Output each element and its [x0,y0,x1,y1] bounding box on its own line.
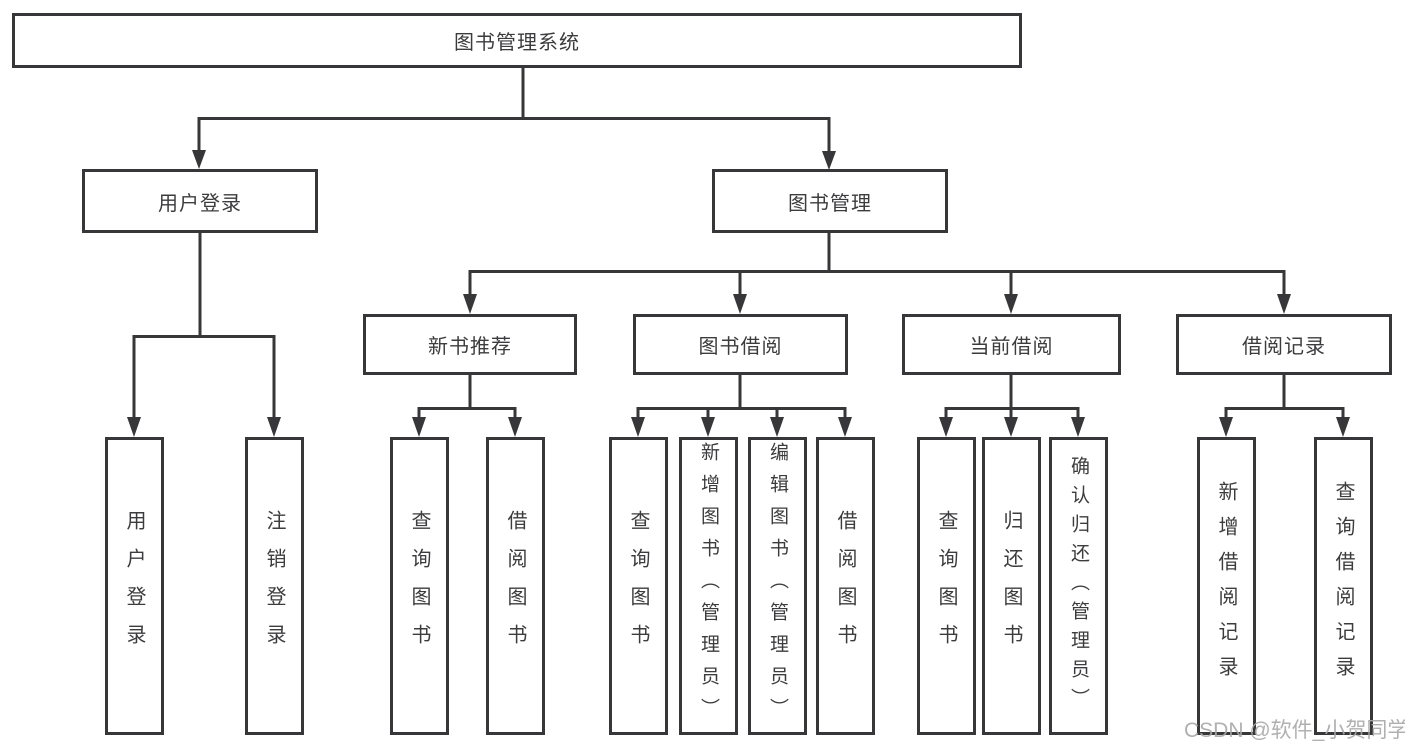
leaf-bb-query-books: 查询图书 [609,437,668,735]
connector-user-login-rail [132,335,276,419]
section-borrow-records: 借阅记录 [1176,314,1392,375]
leaf-br-query-record: 查询借阅记录 [1314,437,1373,735]
connector-cb-rail [944,407,1080,419]
connector-nbr-rail [417,407,517,419]
leaf-cb-return-books: 归还图书 [982,437,1041,735]
watermark: CSDN @软件_小贺同学 [1184,719,1405,742]
connector-bb-rail [636,407,847,419]
leaf-user-login: 用户登录 [105,437,164,735]
leaf-bb-add-books-admin: 新增图书（管理员） [679,437,738,735]
connector-br-rail [1224,407,1345,419]
leaf-nbr-borrow-books: 借阅图书 [486,437,545,735]
connector-level3-rail [468,270,1286,296]
root-node: 图书管理系统 [12,13,1022,68]
branch-user-login: 用户登录 [82,169,318,233]
leaf-bb-edit-books-admin: 编辑图书（管理员） [748,437,807,735]
leaf-cb-confirm-return-admin: 确认归还（管理员） [1049,437,1108,735]
leaf-cb-query-books: 查询图书 [917,437,976,735]
connector-level2-rail [197,117,831,152]
section-new-book-recommend: 新书推荐 [363,314,577,375]
section-book-borrow: 图书借阅 [633,314,848,375]
leaf-bb-borrow-books: 借阅图书 [816,437,875,735]
leaf-nbr-query-books: 查询图书 [390,437,449,735]
leaf-logout: 注销登录 [245,437,304,735]
branch-book-management: 图书管理 [712,169,948,233]
section-current-borrow: 当前借阅 [902,314,1121,375]
leaf-br-add-record: 新增借阅记录 [1197,437,1256,735]
